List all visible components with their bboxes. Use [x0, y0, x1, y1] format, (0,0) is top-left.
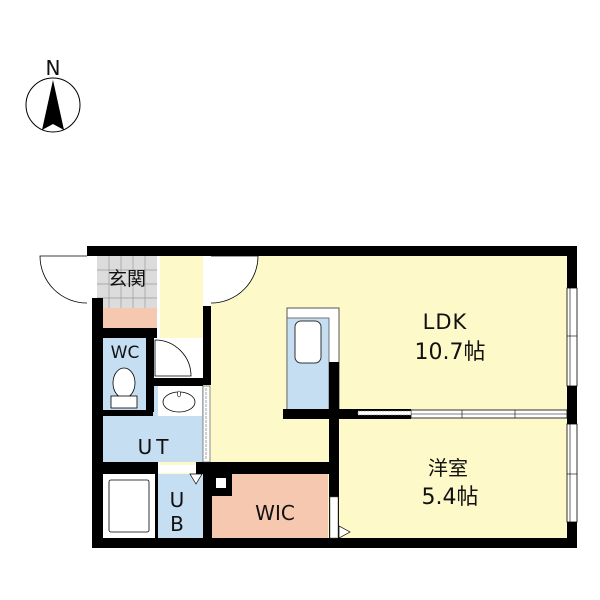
room-size-ldk: 10.7帖 [414, 340, 486, 365]
entrance-door [39, 255, 97, 304]
walls [87, 246, 577, 548]
washbasin-icon [158, 386, 202, 416]
ldk-door [203, 255, 259, 306]
ub-door [158, 465, 196, 473]
window-western [566, 423, 578, 523]
entrance-step-floor [103, 308, 157, 328]
room-label-wic: WIC [255, 501, 295, 525]
room-label-ldk: LDK [422, 310, 468, 334]
ut-sliding-door [202, 385, 211, 463]
wic-door [329, 496, 339, 539]
room-label-ub: UB [169, 488, 185, 536]
room-label-wc: WC [110, 343, 140, 363]
room-label-entrance: 玄関 [107, 268, 146, 290]
room-size-western: 5.4帖 [421, 485, 479, 510]
room-label-ut: UT [137, 435, 173, 459]
wc-door [154, 339, 192, 377]
room-label-western: 洋室 [428, 456, 468, 480]
north-compass-icon [25, 77, 81, 133]
toilet-icon [110, 367, 138, 409]
bathtub-icon [108, 479, 150, 533]
entrance-floor [97, 256, 157, 308]
window-ldk [566, 287, 578, 387]
compass-north-label: N [45, 56, 61, 80]
kitchen-sink-icon [294, 320, 322, 364]
sliding-door [357, 409, 568, 419]
